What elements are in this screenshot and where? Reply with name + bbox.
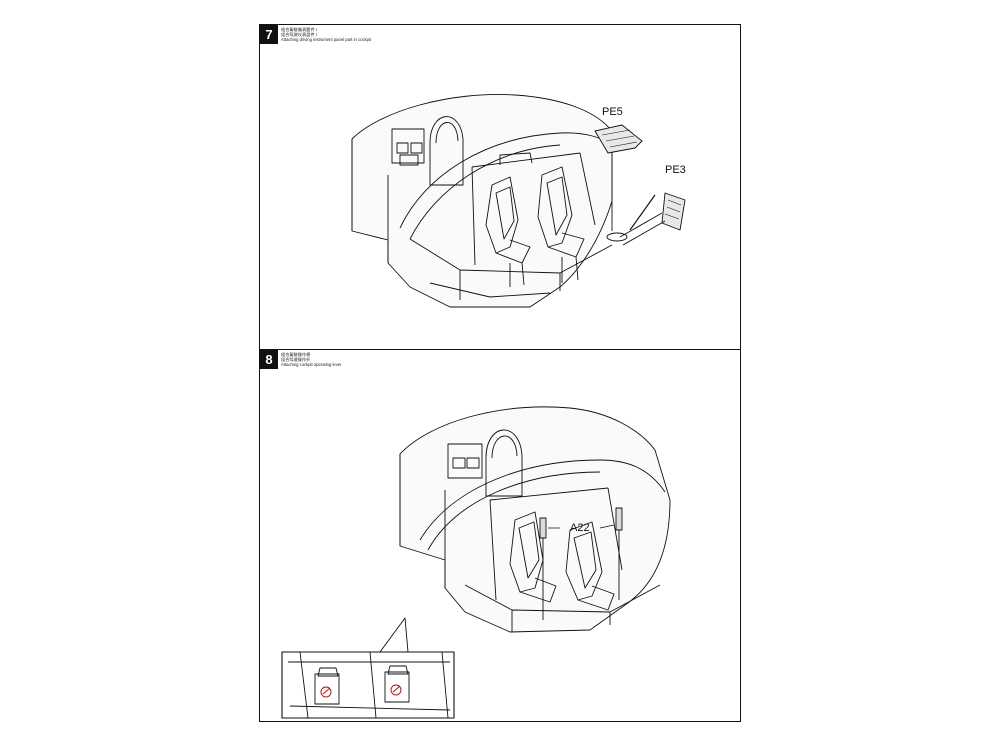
caption-english: Attaching cockpit operating lever bbox=[281, 362, 342, 367]
rear-door bbox=[429, 116, 464, 186]
instruction-sheet: 7 組合駕駛儀表盤件 I 组合驾驶仪表盘件 I Attaching drivin… bbox=[259, 24, 741, 722]
seat-right bbox=[565, 521, 615, 611]
part-a22-lever-right bbox=[615, 507, 623, 600]
rear-cabinet bbox=[391, 128, 425, 164]
cockpit-assembly-drawing-7: PE5 PE3 bbox=[351, 94, 686, 308]
rear-door bbox=[485, 429, 523, 497]
step-8-panel: 8 組合駕駛操作桿 组合驾驶操作杆 Attaching cockpit oper… bbox=[260, 350, 740, 721]
highlight-mark-left bbox=[320, 686, 332, 698]
seat-right bbox=[537, 166, 585, 283]
label-pe5: PE5 bbox=[602, 106, 623, 118]
seat-left bbox=[485, 176, 531, 287]
caption-chinese-simplified: 组合驾驶操作杆 bbox=[281, 357, 311, 362]
rear-cabinet bbox=[447, 443, 483, 479]
part-pe5-plate bbox=[594, 124, 643, 231]
highlight-mark-right bbox=[390, 684, 402, 696]
caption-chinese-traditional: 組合駕駛儀表盤件 I bbox=[281, 27, 317, 32]
part-pe3-plate bbox=[606, 192, 686, 246]
cockpit-shell bbox=[399, 406, 671, 633]
label-a22: A22 bbox=[570, 522, 590, 534]
caption-chinese-simplified: 组合驾驶仪表盘件 I bbox=[281, 32, 317, 37]
cockpit-shell bbox=[351, 94, 613, 308]
step-divider bbox=[260, 349, 740, 350]
step-caption: 組合駕駛操作桿 组合驾驶操作杆 Attaching cockpit operat… bbox=[281, 352, 342, 367]
callout-pointer bbox=[379, 617, 409, 653]
detail-inset bbox=[281, 651, 455, 719]
label-pe3: PE3 bbox=[665, 164, 686, 176]
step-7-panel: 7 組合駕駛儀表盤件 I 组合驾驶仪表盘件 I Attaching drivin… bbox=[260, 25, 740, 349]
arrow-pe3 bbox=[629, 194, 656, 231]
step-number: 7 bbox=[260, 25, 278, 44]
step-number: 8 bbox=[260, 350, 278, 369]
step-caption: 組合駕駛儀表盤件 I 组合驾驶仪表盘件 I Attaching driving … bbox=[281, 27, 371, 42]
cockpit-assembly-drawing-8: A22 bbox=[281, 406, 671, 719]
caption-english: Attaching driving instrument panel part … bbox=[281, 37, 372, 42]
caption-chinese-traditional: 組合駕駛操作桿 bbox=[281, 352, 311, 357]
part-a22-lever-left bbox=[539, 517, 547, 620]
seat-left bbox=[509, 511, 557, 603]
